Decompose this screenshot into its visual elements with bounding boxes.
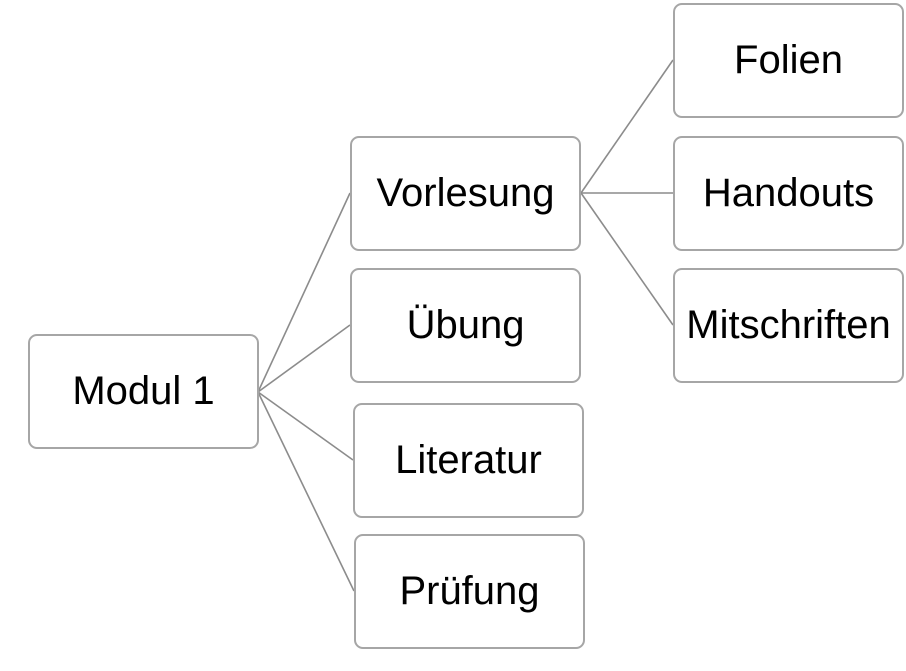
node-folien: Folien bbox=[673, 3, 904, 118]
node-label-modul-1: Modul 1 bbox=[72, 369, 215, 413]
node-literatur: Literatur bbox=[353, 403, 584, 518]
node-label-pruefung: Prüfung bbox=[399, 569, 540, 613]
connector-modul1-pruefung bbox=[257, 391, 355, 592]
connector-vorlesung-mitschriften bbox=[580, 192, 674, 326]
node-label-vorlesung: Vorlesung bbox=[376, 171, 555, 215]
node-label-literatur: Literatur bbox=[395, 438, 542, 482]
node-label-uebung: Übung bbox=[406, 303, 525, 347]
connector-modul1-uebung bbox=[257, 324, 351, 393]
node-label-handouts: Handouts bbox=[702, 171, 875, 215]
connector-vorlesung-folien bbox=[580, 59, 674, 194]
node-modul-1: Modul 1 bbox=[28, 334, 259, 449]
node-vorlesung: Vorlesung bbox=[350, 136, 581, 251]
node-label-mitschriften: Mitschriften bbox=[686, 303, 891, 347]
connector-modul1-literatur bbox=[257, 391, 354, 461]
node-mitschriften: Mitschriften bbox=[673, 268, 904, 383]
node-label-folien: Folien bbox=[734, 38, 843, 82]
node-pruefung: Prüfung bbox=[354, 534, 585, 649]
connector-modul1-vorlesung bbox=[257, 192, 351, 393]
node-handouts: Handouts bbox=[673, 136, 904, 251]
node-uebung: Übung bbox=[350, 268, 581, 383]
